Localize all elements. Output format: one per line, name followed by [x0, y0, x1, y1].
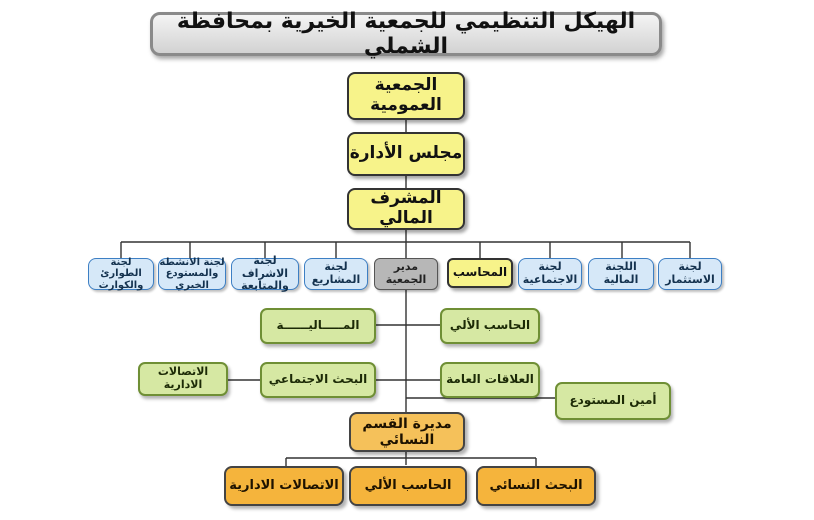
finance-dept-box: المـــــاليــــــة: [260, 308, 376, 344]
finance-committee-box: اللجنة المالية: [588, 258, 654, 290]
general-assembly-box: الجمعية العمومية: [347, 72, 465, 120]
projects-committee-box: لجنة المشاريع: [304, 258, 368, 290]
investment-committee-box: لجنة الاستثمار: [658, 258, 722, 290]
women-research-box: البحث النسائي: [476, 466, 596, 506]
board-of-directors-box: مجلس الأدارة: [347, 132, 465, 176]
emergency-committee-box: لجنة الطوارئ والكوارث: [88, 257, 154, 291]
administrative-communications-box: الاتصالات الادارية: [138, 362, 228, 396]
activities-committee-box: لجنة الانشطة والمستودع الخيري: [158, 256, 226, 291]
social-research-box: البحث الاجتماعي: [260, 362, 376, 398]
women-communications-box: الاتصالات الادارية: [224, 466, 344, 506]
warehouse-keeper-box: أمين المستودع: [555, 382, 671, 420]
supervision-committee-box: لجنة الاشراف والمتابعة: [231, 254, 299, 292]
computer-dept-box: الحاسب الألي: [440, 308, 540, 344]
financial-supervisor-box: المشرف المالي: [347, 188, 465, 230]
public-relations-box: العلاقات العامة: [440, 362, 540, 398]
social-committee-box: لجنة الاجتماعية: [518, 258, 582, 290]
women-section-head-box: مديرة القسم النسائي: [349, 412, 465, 452]
accountant-box: المحاسب: [447, 258, 513, 288]
women-computer-box: الحاسب الألي: [349, 466, 467, 506]
chart-title: الهيكل التنظيمي للجمعية الخيرية بمحافظة …: [150, 9, 662, 59]
association-manager-box: مدير الجمعية: [374, 258, 438, 290]
